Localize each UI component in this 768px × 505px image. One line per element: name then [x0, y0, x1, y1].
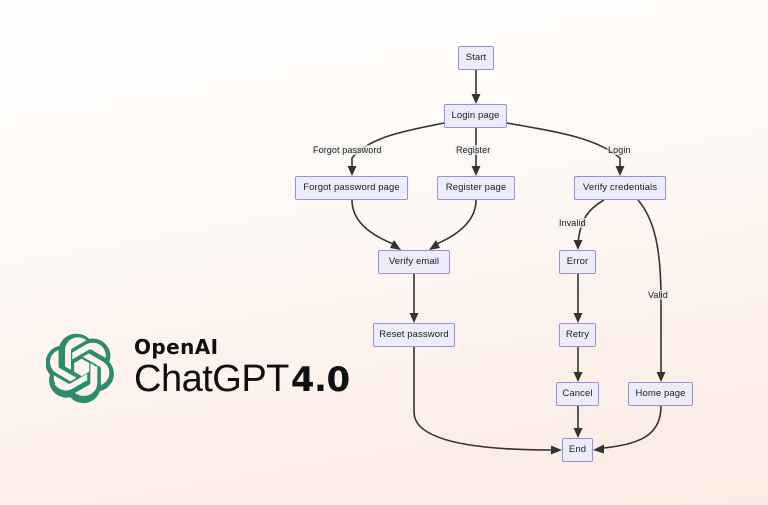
brand-product-name: ChatGPT	[134, 357, 289, 400]
edge-label-register: Register	[455, 145, 492, 156]
edge-label-invalid: Invalid	[558, 218, 587, 229]
edge-home-page-end-arrow	[593, 444, 604, 454]
flow-node-home-page-label: Home page	[635, 388, 686, 400]
edge-label-valid: Valid	[647, 290, 669, 301]
flow-node-home-page[interactable]: Home page	[628, 382, 693, 406]
edge-cancel-end-arrow	[573, 428, 583, 438]
edge-login-page-verify-credentials	[506, 122, 621, 170]
flow-node-verify-credentials-label: Verify credentials	[582, 182, 658, 194]
brand-text: OpenAI ChatGPT 4.0	[134, 337, 350, 398]
edge-label-forgot-password: Forgot password	[312, 145, 383, 156]
edge-forgot-page-verify-email-arrow	[390, 240, 401, 250]
edge-register-page-verify-email-arrow	[429, 240, 440, 250]
edge-label-login: Login	[607, 145, 632, 156]
edge-login-page-register-page-arrow	[471, 166, 481, 176]
flow-node-forgot-password-page[interactable]: Forgot password page	[295, 176, 408, 200]
edge-login-page-forgot-page-arrow	[347, 166, 357, 176]
edge-reset-password-end	[413, 347, 553, 451]
edge-forgot-page-verify-email	[351, 199, 397, 246]
edge-reset-password-end-arrow	[551, 445, 562, 455]
flow-node-cancel[interactable]: Cancel	[556, 382, 599, 406]
brand-product-line: ChatGPT 4.0	[134, 360, 350, 398]
edge-home-page-end	[602, 405, 662, 449]
flow-node-reset-password-label: Reset password	[379, 329, 449, 341]
edge-verify-credentials-home-page	[637, 199, 662, 376]
openai-logo-icon	[46, 333, 114, 404]
edge-verify-credentials-error-arrow	[573, 240, 583, 250]
edge-verify-email-reset-password-arrow	[409, 313, 419, 323]
flow-node-cancel-label: Cancel	[562, 388, 593, 400]
flow-node-register-page-label: Register page	[445, 182, 507, 194]
flow-node-verify-email[interactable]: Verify email	[378, 250, 450, 274]
edge-verify-credentials-home-page-arrow	[656, 372, 666, 382]
flow-node-verify-credentials[interactable]: Verify credentials	[574, 176, 666, 200]
flow-node-end[interactable]: End	[562, 438, 593, 462]
flow-node-start-label: Start	[465, 52, 487, 64]
flow-node-forgot-password-page-label: Forgot password page	[303, 182, 400, 194]
flow-node-login-page[interactable]: Login page	[444, 104, 507, 128]
flow-node-error[interactable]: Error	[559, 250, 596, 274]
brand-company-name: OpenAI	[134, 334, 219, 359]
flow-node-error-label: Error	[566, 256, 589, 268]
flow-node-login-page-label: Login page	[451, 110, 500, 122]
flow-node-retry-label: Retry	[565, 329, 590, 341]
edge-retry-cancel-arrow	[573, 372, 583, 382]
flow-node-end-label: End	[568, 444, 587, 456]
edge-login-page-verify-credentials-arrow	[615, 166, 625, 176]
edge-register-page-verify-email	[433, 199, 477, 246]
flow-node-reset-password[interactable]: Reset password	[373, 323, 455, 347]
flow-node-register-page[interactable]: Register page	[437, 176, 515, 200]
brand-product-version: 4.0	[290, 359, 350, 400]
flow-node-verify-email-label: Verify email	[388, 256, 440, 268]
flow-node-start[interactable]: Start	[458, 46, 494, 70]
openai-branding: OpenAI ChatGPT 4.0	[46, 326, 350, 408]
edge-error-retry-arrow	[573, 313, 583, 323]
flow-node-retry[interactable]: Retry	[559, 323, 596, 347]
edge-start-login-page-arrow	[471, 94, 481, 104]
